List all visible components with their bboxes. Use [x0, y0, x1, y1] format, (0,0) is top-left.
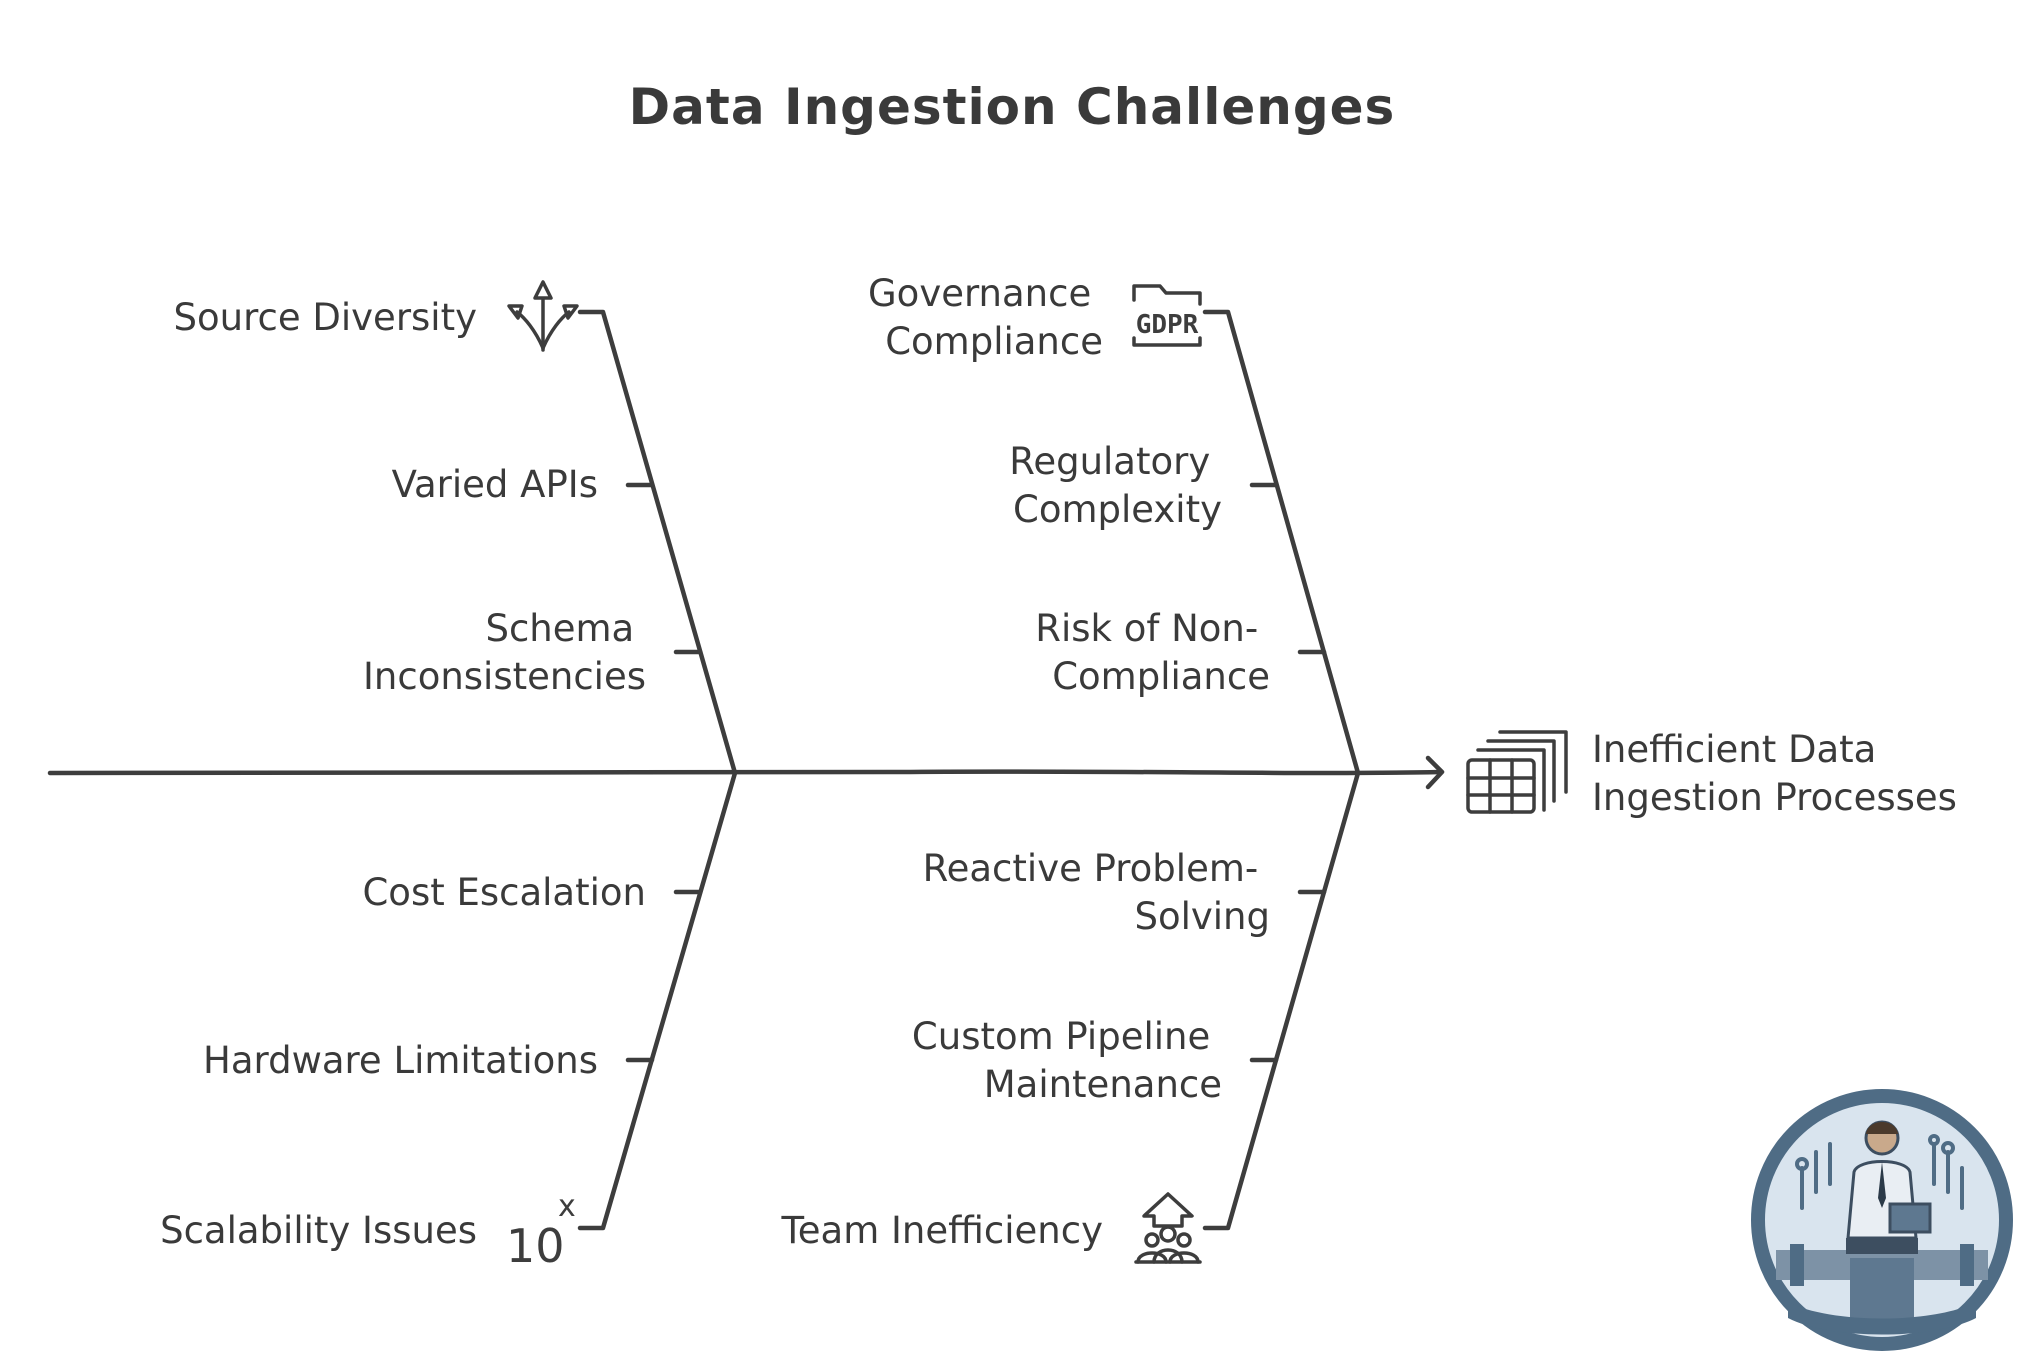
category-label-source-diversity: Source Diversity: [174, 296, 477, 339]
category-label-team-inefficiency: Team Inefficiency: [780, 1209, 1103, 1252]
cause-label-schema-inconsistencies: Schema Inconsistencies: [363, 607, 646, 698]
cause-label-cost-escalation: Cost Escalation: [362, 871, 646, 914]
cause-label-risk-of-non-compliance: Risk of Non- Compliance: [1035, 607, 1270, 698]
table-stack-icon: [1466, 730, 1568, 814]
bone-source-diversity: [577, 309, 738, 776]
effect-label: Inefficient Data Ingestion Processes: [1592, 728, 1957, 819]
cause-label-regulatory-complexity: Regulatory Complexity: [1009, 440, 1222, 531]
cause-label-custom-pipeline-maintenance: Custom Pipeline Maintenance: [912, 1015, 1222, 1106]
cause-label-hardware-limitations: Hardware Limitations: [203, 1039, 598, 1082]
brand-logo: [1751, 1089, 2013, 1351]
ten-x-icon: 10 x: [506, 1189, 576, 1273]
spine-arrowhead: [1425, 755, 1445, 790]
category-label-governance-compliance: Governance Compliance: [868, 272, 1103, 363]
category-label-scalability-issues: Scalability Issues: [160, 1209, 477, 1252]
cause-label-reactive-problem-solving: Reactive Problem- Solving: [923, 847, 1270, 938]
gdpr-folder-icon: GDPR: [1132, 284, 1202, 347]
svg-text:GDPR: GDPR: [1136, 310, 1199, 340]
diagram-title: Data Ingestion Challenges: [628, 78, 1396, 136]
bone-scalability-issues: [577, 770, 738, 1231]
team-arrow-icon: [1134, 1192, 1202, 1264]
svg-text:10: 10: [506, 1219, 565, 1273]
split-arrows-icon: [507, 280, 579, 352]
spine-line: [47, 769, 1443, 776]
bone-team-inefficiency: [1202, 770, 1361, 1231]
bone-governance-compliance: [1202, 309, 1361, 776]
svg-text:x: x: [558, 1189, 576, 1224]
cause-label-varied-apis: Varied APIs: [392, 463, 598, 506]
